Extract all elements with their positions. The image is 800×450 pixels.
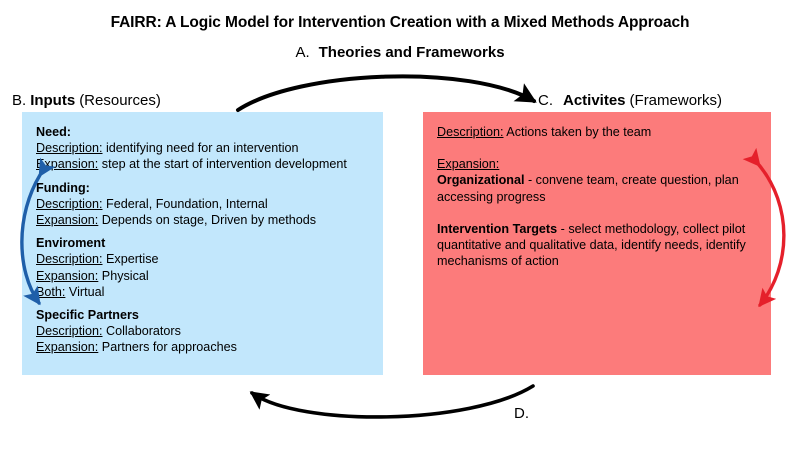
inputs-group-specific-partners: Specific Partners Description: Collabora… <box>36 307 369 356</box>
row-value: - convene team, create question, plan ac… <box>437 173 739 204</box>
group-title: Need: <box>36 125 71 139</box>
arrow-d-bottom <box>249 384 535 419</box>
row-value: identifying need for an intervention <box>102 141 299 156</box>
page-title: FAIRR: A Logic Model for Intervention Cr… <box>110 14 690 31</box>
spacer <box>437 205 757 221</box>
row-label: Description: <box>36 196 103 211</box>
row-label: Description: <box>36 252 103 267</box>
inputs-header-name: Inputs <box>30 92 76 109</box>
phase-a-letter: A. <box>295 44 310 61</box>
group-row: Expansion: Physical <box>36 268 369 284</box>
row-value: Virtual <box>65 284 105 299</box>
row-value: Collaborators <box>102 324 181 339</box>
activities-expansion-label: Expansion: <box>437 157 500 172</box>
row-value: Expertise <box>102 252 159 267</box>
row-label: Intervention Targets <box>437 221 558 236</box>
activities-organizational-line: Organizational - convene team, create qu… <box>437 172 757 204</box>
row-label: Description: <box>36 141 103 156</box>
phase-d-label: D. <box>514 405 529 422</box>
inputs-header-letter: B. <box>12 92 27 109</box>
row-label: Both: <box>36 284 66 299</box>
group-row: Both: Virtual <box>36 284 369 300</box>
row-label: Expansion: <box>36 340 99 355</box>
activities-panel: Description: Actions taken by the team E… <box>423 112 771 375</box>
row-value: Federal, Foundation, Internal <box>102 196 268 211</box>
phase-a-text: Theories and Frameworks <box>318 44 505 61</box>
phase-a-label: A. Theories and Frameworks <box>0 44 800 61</box>
activities-header-paren: (Frameworks) <box>629 92 723 109</box>
activities-header-name: Activites <box>563 92 626 109</box>
row-value: Actions taken by the team <box>503 125 652 139</box>
group-row: Description: Federal, Foundation, Intern… <box>36 196 369 212</box>
inputs-header-paren: (Resources) <box>79 92 161 109</box>
inputs-box-header: B.Inputs(Resources) <box>12 92 161 109</box>
row-value: step at the start of intervention develo… <box>98 157 347 172</box>
activities-description-line: Description: Actions taken by the team <box>437 124 757 140</box>
row-value: - select methodology, collect pilot quan… <box>437 221 746 269</box>
spacer <box>437 140 757 156</box>
group-row: Expansion: step at the start of interven… <box>36 156 369 172</box>
activities-targets-line: Intervention Targets - select methodolog… <box>437 221 757 270</box>
row-value: Depends on stage, Driven by methods <box>98 213 317 228</box>
group-row: Expansion: Depends on stage, Driven by m… <box>36 212 369 228</box>
row-label: Description: <box>437 125 504 139</box>
group-row: Description: identifying need for an int… <box>36 140 369 156</box>
row-value: Partners for approaches <box>98 340 237 355</box>
inputs-group-need: Need: Description: identifying need for … <box>36 124 369 173</box>
group-title: Enviroment <box>36 236 106 251</box>
inputs-group-enviroment: Enviroment Description: Expertise Expans… <box>36 235 369 300</box>
inputs-group-funding: Funding: Description: Federal, Foundatio… <box>36 180 369 229</box>
activities-box-header: C. Activites(Frameworks) <box>538 92 722 109</box>
arrow-a-top <box>236 74 537 112</box>
group-row: Expansion: Partners for approaches <box>36 339 369 355</box>
group-title: Specific Partners <box>36 308 139 323</box>
group-row: Description: Expertise <box>36 251 369 267</box>
row-value: Physical <box>98 268 149 283</box>
group-row: Description: Collaborators <box>36 323 369 339</box>
row-label: Expansion: <box>36 213 99 228</box>
group-title: Funding: <box>36 180 90 195</box>
row-label: Expansion: <box>36 268 99 283</box>
row-label: Description: <box>36 324 103 339</box>
row-label: Organizational <box>437 173 525 188</box>
activities-header-letter: C. <box>538 92 553 109</box>
row-label: Expansion: <box>36 157 99 172</box>
inputs-panel: Need: Description: identifying need for … <box>22 112 383 375</box>
